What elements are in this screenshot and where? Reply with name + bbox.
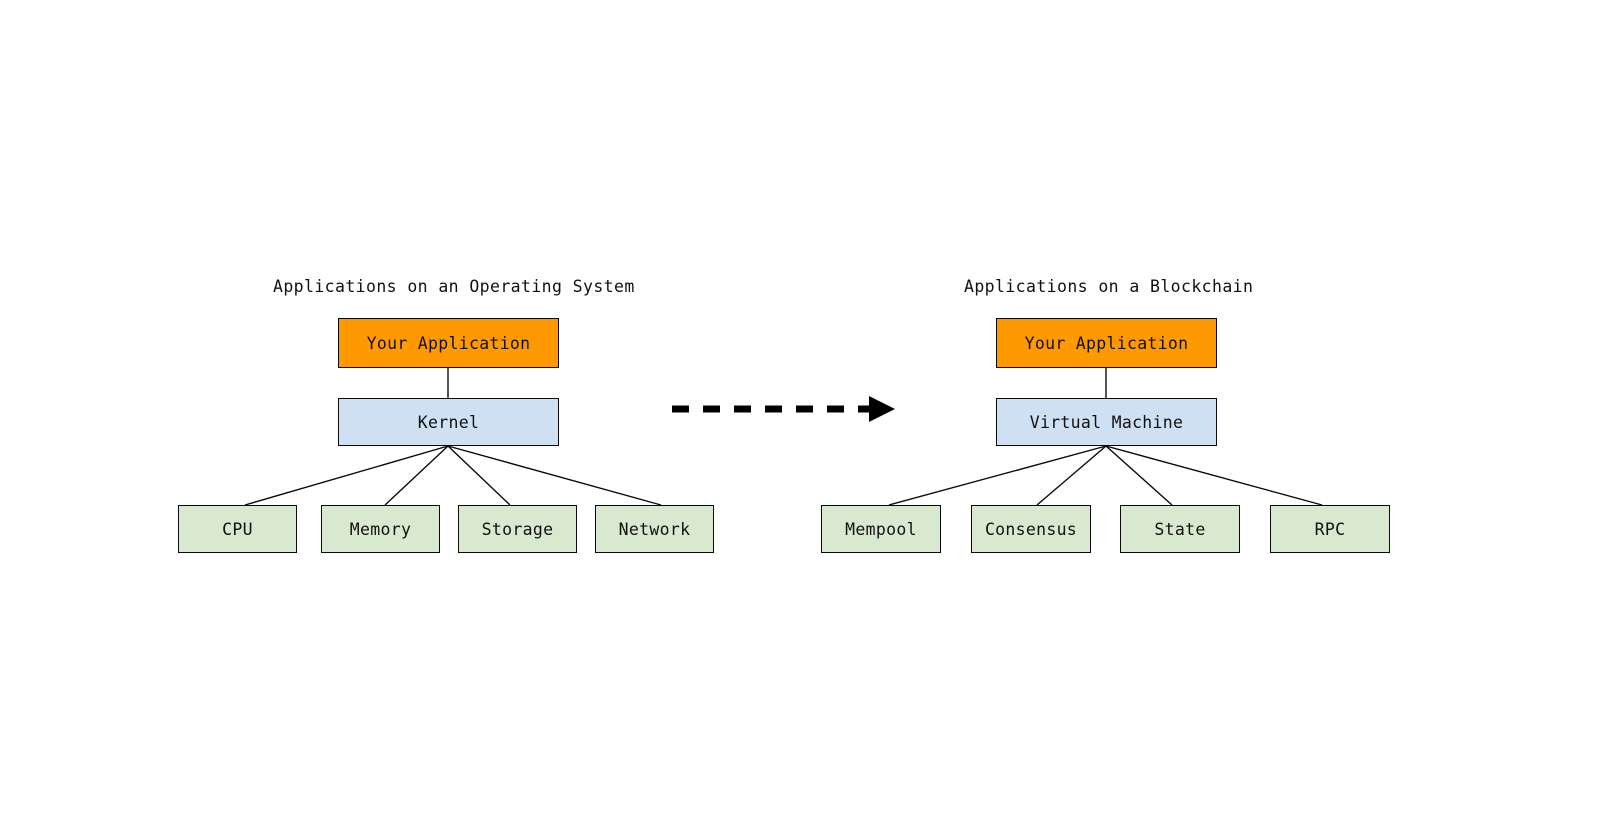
panel-title-blockchain: Applications on a Blockchain xyxy=(964,277,1254,296)
node-cpu[interactable]: CPU xyxy=(178,505,297,553)
node-consensus[interactable]: Consensus xyxy=(971,505,1091,553)
node-state[interactable]: State xyxy=(1120,505,1240,553)
node-virtual-machine[interactable]: Virtual Machine xyxy=(996,398,1217,446)
node-memory[interactable]: Memory xyxy=(321,505,440,553)
node-rpc[interactable]: RPC xyxy=(1270,505,1390,553)
node-network[interactable]: Network xyxy=(595,505,714,553)
node-your-application-os[interactable]: Your Application xyxy=(338,318,559,368)
node-your-application-blockchain[interactable]: Your Application xyxy=(996,318,1217,368)
node-storage[interactable]: Storage xyxy=(458,505,577,553)
panel-title-operating-system: Applications on an Operating System xyxy=(273,277,635,296)
node-kernel[interactable]: Kernel xyxy=(338,398,559,446)
node-mempool[interactable]: Mempool xyxy=(821,505,941,553)
transition-arrow xyxy=(672,396,895,422)
